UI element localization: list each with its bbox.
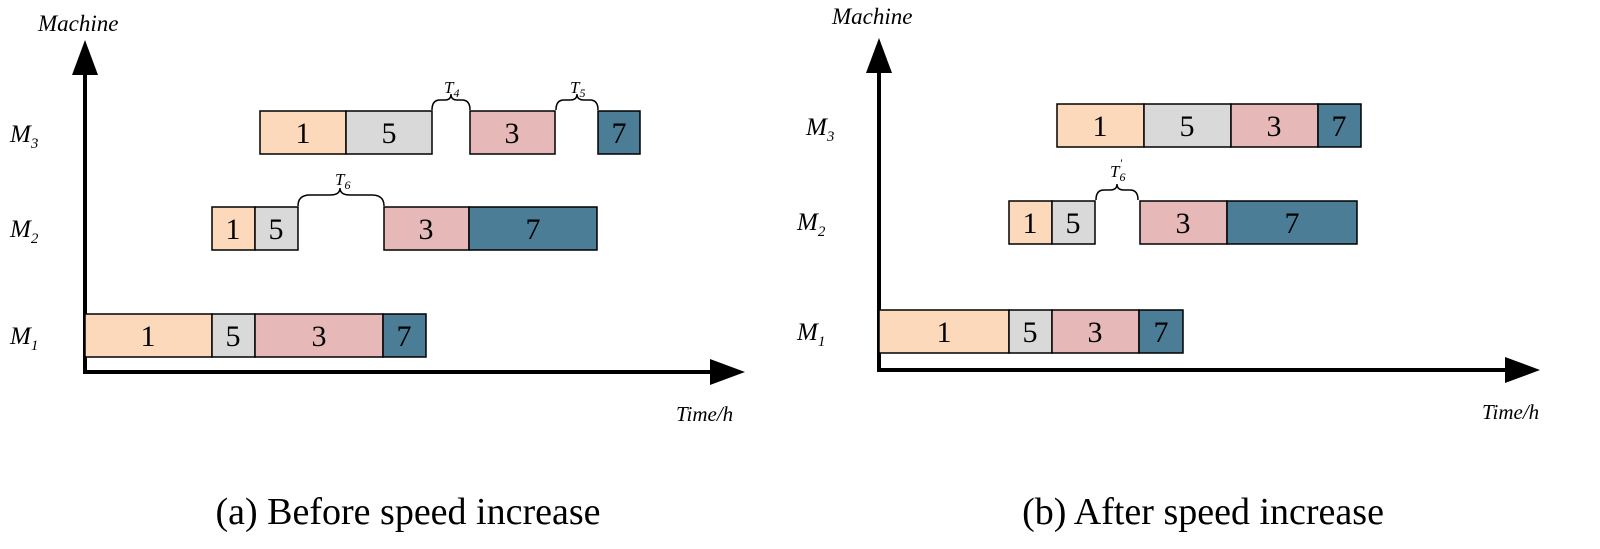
job-block [1138, 309, 1184, 354]
job-block [383, 206, 470, 251]
y-axis-arrow-b [866, 38, 892, 73]
machine-label-m3-b: M3 [805, 114, 834, 145]
job-block [878, 309, 1010, 354]
job-label: 3 [1267, 110, 1282, 143]
machine-label-m3-a: M3 [9, 121, 38, 152]
job-block [469, 110, 556, 155]
y-axis-label-a: Machine [37, 11, 118, 36]
job-label: 5 [1180, 110, 1195, 143]
job-block [1226, 200, 1358, 245]
job-label: 1 [1023, 207, 1038, 240]
caption-b: (b) After speed increase [1022, 491, 1384, 533]
job-block [1051, 309, 1140, 354]
machine-label-m1-b: M1 [796, 319, 825, 350]
job-label: 1 [937, 316, 952, 349]
gap-brace-t6-prime [1095, 183, 1139, 201]
gap-label-t6: T6 [335, 170, 350, 192]
job-label: 3 [505, 117, 520, 150]
job-block [254, 313, 384, 358]
job-block [1008, 200, 1053, 245]
job-block [1051, 200, 1096, 245]
gap-brace-t4 [431, 93, 471, 111]
job-label: 7 [397, 320, 412, 353]
caption-a: (a) Before speed increase [215, 491, 600, 533]
y-axis-arrow-a [72, 40, 98, 75]
y-axis-label-b: Machine [831, 4, 912, 29]
job-label: 1 [141, 320, 156, 353]
job-label: 5 [382, 117, 397, 150]
panel-b: Machine Time/h M3 M2 M1 1 5 3 7 1 5 3 7 [796, 4, 1540, 533]
row-m1-a: 1 5 3 7 [84, 313, 427, 358]
gap-label-t6-prime: T6' [1110, 156, 1125, 184]
job-label: 7 [1285, 207, 1300, 240]
gap-brace-t6 [297, 187, 385, 207]
job-label: 5 [269, 213, 284, 246]
job-block [1056, 103, 1145, 148]
job-label: 7 [526, 213, 541, 246]
gap-label-t4: T4 [444, 78, 459, 100]
gap-label-t5: T5 [570, 78, 585, 100]
job-block [382, 313, 427, 358]
job-label: 1 [296, 117, 311, 150]
job-block [345, 110, 433, 155]
job-block [1143, 103, 1232, 148]
x-axis-arrow-b [1505, 357, 1540, 383]
row-m1-b: 1 5 3 7 [878, 309, 1184, 354]
machine-label-m1-a: M1 [9, 323, 38, 354]
job-label: 3 [1176, 207, 1191, 240]
job-label: 7 [1332, 110, 1347, 143]
job-label: 3 [312, 320, 327, 353]
row-m2-b: 1 5 3 7 [1008, 200, 1358, 245]
job-block [211, 313, 256, 358]
job-label: 5 [1023, 316, 1038, 349]
row-m3-b: 1 5 3 7 [1056, 103, 1362, 148]
gap-brace-t5 [555, 93, 599, 111]
job-block [1317, 103, 1362, 148]
job-label: 3 [419, 213, 434, 246]
job-block [597, 110, 641, 155]
job-label: 1 [226, 213, 241, 246]
panel-a: Machine Time/h M3 M2 M1 1 5 3 7 1 5 3 7 [9, 11, 745, 533]
x-axis-arrow-a [710, 359, 745, 385]
row-m2-a: 1 5 3 7 [211, 206, 598, 251]
machine-label-m2-a: M2 [9, 216, 39, 247]
job-label: 1 [1093, 110, 1108, 143]
job-label: 3 [1088, 316, 1103, 349]
job-label: 5 [1066, 207, 1081, 240]
machine-label-m2-b: M2 [796, 209, 826, 240]
x-axis-label-a: Time/h [676, 402, 733, 426]
x-axis-label-b: Time/h [1482, 400, 1539, 424]
job-label: 7 [1154, 316, 1169, 349]
job-block [84, 313, 213, 358]
job-label: 5 [226, 320, 241, 353]
job-block [254, 206, 299, 251]
job-label: 7 [612, 117, 627, 150]
row-m3-a: 1 5 3 7 [259, 110, 641, 155]
job-block [468, 206, 598, 251]
